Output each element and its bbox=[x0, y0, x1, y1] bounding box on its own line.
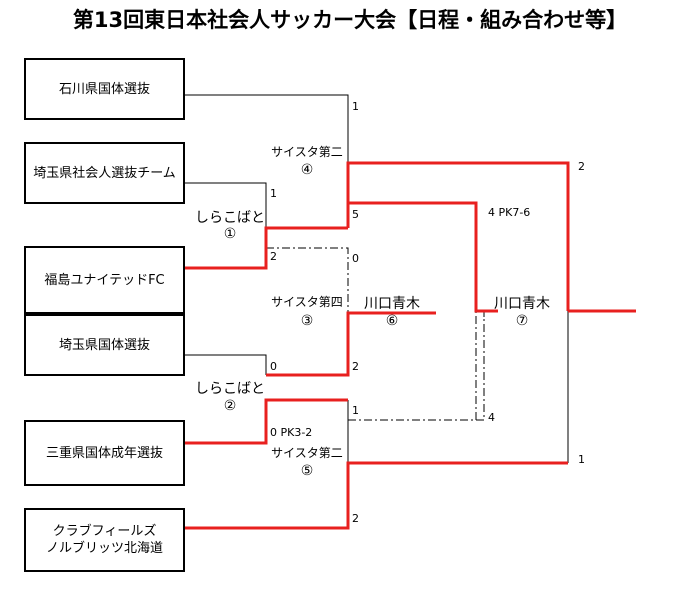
score-m4-bottom: 5 bbox=[352, 208, 359, 221]
team-ishikawa: 石川県国体選抜 bbox=[24, 58, 185, 120]
score-final-top: 2 bbox=[578, 160, 585, 173]
match-5-venue: サイスタ第二 bbox=[271, 446, 343, 460]
match-6-number: ⑥ bbox=[385, 313, 399, 329]
score-m5-top: 1 bbox=[352, 404, 359, 417]
line-saitama-sha bbox=[185, 182, 267, 228]
match-1-venue: しらこばと bbox=[195, 210, 265, 226]
team-fukushima-united: 福島ユナイテッドFC bbox=[24, 246, 185, 314]
line-m6-bottom-b bbox=[476, 317, 485, 421]
score-mie: 0 PK3-2 bbox=[270, 426, 313, 439]
win-hokkaido bbox=[185, 461, 568, 530]
win-mie bbox=[185, 398, 348, 445]
match-4-number: ④ bbox=[300, 162, 314, 178]
score-hokkaido: 2 bbox=[352, 512, 359, 525]
team-saitama-shakaijin: 埼玉県社会人選抜チーム bbox=[24, 142, 185, 204]
win-fukushima bbox=[185, 226, 348, 270]
score-fukushima: 2 bbox=[270, 250, 277, 263]
match-5-number: ⑤ bbox=[300, 463, 314, 479]
match-3-venue: サイスタ第四 bbox=[271, 295, 343, 309]
score-m6-bottom: 4 bbox=[488, 411, 495, 424]
team-saitama-kokutai: 埼玉県国体選抜 bbox=[24, 314, 185, 376]
match-7-venue: 川口青木 bbox=[494, 296, 550, 312]
score-final-bottom: 1 bbox=[578, 453, 585, 466]
win-m3 bbox=[266, 311, 436, 377]
team-norbritz-hokkaido: クラブフィールズ ノルブリッツ北海道 bbox=[24, 508, 185, 572]
score-ishikawa: 1 bbox=[352, 100, 359, 113]
match-2-number: ② bbox=[223, 398, 237, 414]
match-1-number: ① bbox=[223, 226, 237, 242]
line-saitama-koku bbox=[185, 354, 267, 375]
score-m7-top: 4 PK7-6 bbox=[488, 206, 531, 219]
match-7-number: ⑦ bbox=[515, 313, 529, 329]
match-6-venue: 川口青木 bbox=[364, 296, 420, 312]
team-mie-kokutai: 三重県国体成年選抜 bbox=[24, 420, 185, 486]
page-title: 第13回東日本社会人サッカー大会【日程・組み合わせ等】 bbox=[72, 8, 628, 32]
score-saitama-shakaijin: 1 bbox=[270, 187, 277, 200]
score-m6-top: 0 bbox=[352, 252, 359, 265]
match-3-number: ③ bbox=[300, 313, 314, 329]
win-m4-to-m7 bbox=[348, 201, 498, 313]
match-2-venue: しらこばと bbox=[195, 381, 265, 397]
line-m6-top bbox=[266, 247, 349, 313]
line-ishikawa bbox=[185, 94, 349, 163]
match-4-venue: サイスタ第二 bbox=[271, 145, 343, 159]
score-m3-bottom: 2 bbox=[352, 360, 359, 373]
win-m4 bbox=[346, 161, 570, 311]
score-saitama-kokutai: 0 bbox=[270, 360, 277, 373]
